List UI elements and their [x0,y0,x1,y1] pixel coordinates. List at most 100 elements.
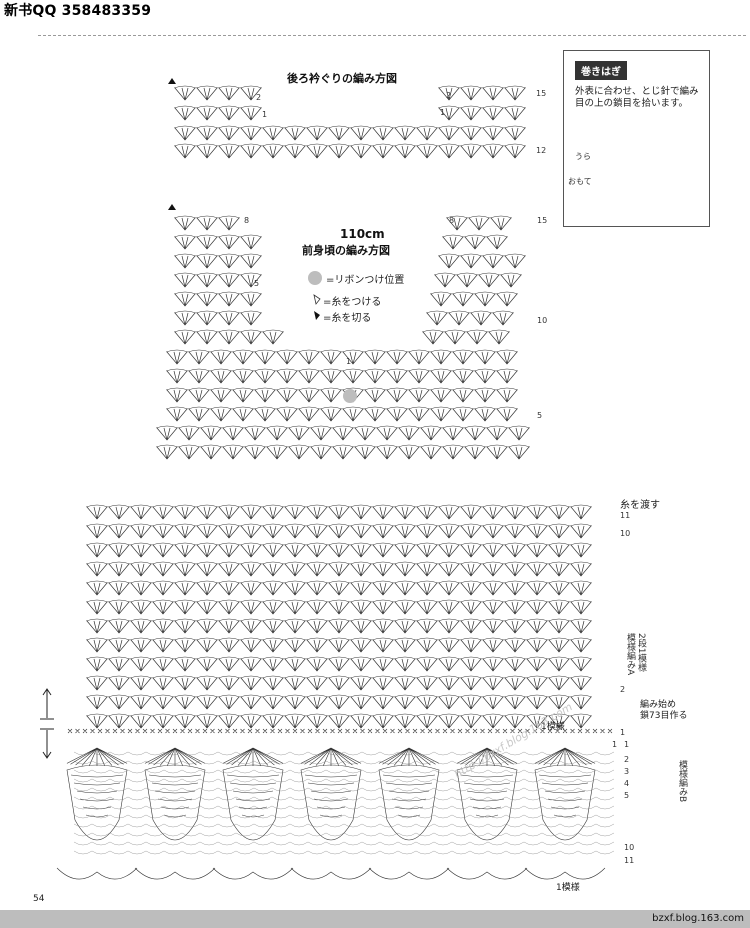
front-right-shoulder-row-chain [425,310,515,314]
single-crochet-row [67,728,613,734]
front-left-shoulder-row [174,312,262,326]
pineapple-row [544,790,586,794]
front-body-row [86,563,592,577]
front-body-upper-row [166,389,518,403]
lace-row-11: 11 [624,856,635,865]
lace-row-3: 3 [624,767,630,776]
pineapple-row [226,774,280,778]
transfer-yarn-note: 糸を渡す [620,500,660,511]
back-row-15: 15 [536,89,547,98]
front-body-upper-row-chain [165,368,519,372]
back-left-fan-row-chain [173,105,263,109]
front-left-shoulder-row [174,217,240,231]
body-row-10: 10 [620,529,631,538]
front-body-row-chain [85,618,593,622]
front-row-15: 15 [537,216,548,225]
back-chart-title: 後ろ衿ぐりの編み方図 [287,72,397,85]
front-right-shoulder-row-chain [429,291,519,295]
down-arrow-icon [42,730,52,759]
front-body-row-chain [85,656,593,660]
back-left-fan-row-chain [173,85,263,89]
divider-ticks [40,718,54,730]
pineapple-fan [222,747,284,767]
pineapple-row [538,774,592,778]
pineapple-row [79,798,115,802]
pineapple-row [82,806,112,810]
back-full-fan-row [174,145,526,159]
lace-row-5: 5 [624,791,630,800]
label-omote: おもて [568,177,592,186]
pattern-a-rows: 2段1模様 [636,633,646,672]
footer-url: bzxf.blog.163.com [652,913,744,924]
scallop-edge [368,867,450,880]
body-row-1-arrow: 1 [620,728,626,737]
pineapple-body [300,764,362,841]
lace-row-2: 2 [624,755,630,764]
pineapple-body [534,764,596,841]
front-right-shoulder-row [446,217,512,231]
pineapple-fan [300,747,362,767]
back-right-fan-row [438,87,526,101]
back-left-mark-1: 1 [262,110,268,119]
pineapple-row [232,790,274,794]
front-body-row-chain [85,675,593,679]
pineapple-body [378,764,440,841]
pineapple-row [466,790,508,794]
pattern-a-label: 模様編みA [625,633,635,676]
front-row-5: 5 [537,411,543,420]
front-body-row-chain [85,694,593,698]
front-body-row [86,677,592,691]
front-body-upper-row [156,427,530,441]
pineapple-row [229,782,277,786]
front-right-shoulder-row-chain [441,234,509,238]
body-row-2-arrow: 2 [620,685,626,694]
pineapple-fan [378,747,440,767]
pineapple-row [76,790,118,794]
front-body-row-chain [85,580,593,584]
front-left-shoulder-row [174,274,262,288]
instruction-tag: 巻きはぎ [575,61,627,80]
pineapple-row [235,798,271,802]
pineapple-row [541,782,589,786]
front-right-shoulder-row [430,293,518,307]
front-body-upper-row [166,408,518,422]
pineapple-row [70,774,124,778]
pineapple-row [472,806,502,810]
pineapple-row [460,774,514,778]
left-neck-row-5: 5 [254,279,260,288]
front-right-shoulder-row-chain [445,215,513,219]
front-body-row [86,544,592,558]
pineapple-row [307,782,355,786]
pineapple-fan [66,747,128,767]
front-body-upper-row-chain [155,425,531,429]
front-chart-title: 前身頃の編み方図 [302,244,390,257]
front-left-shoulder-row-chain [173,215,241,219]
pineapple-row [385,782,433,786]
front-left-shoulder-row [174,331,284,345]
label-ura: うら [575,152,591,161]
attach-yarn-symbol [313,294,321,305]
chain-mesh [73,751,615,855]
scallop-edge [134,867,216,880]
yarn-cut-marker [168,78,176,84]
back-right-fan-row-chain [437,105,527,109]
front-body-row [86,601,592,615]
page-number: 54 [33,894,45,904]
ribbon-legend-dot [308,271,322,285]
front-body-upper-row [166,370,518,384]
front-right-shoulder-row [426,312,514,326]
pineapple-body [66,764,128,841]
pineapple-row [547,798,583,802]
front-body-row-chain [85,504,593,508]
start-note-2: 鎖73目作る [640,711,688,721]
repeat-bottom-label: 1模様 [556,883,580,893]
front-body-row-chain [85,599,593,603]
pineapple-row [157,798,193,802]
pineapple-row [151,782,199,786]
back-full-fan-row-chain [173,125,527,129]
pineapple-row [319,814,343,818]
pineapple-fan [144,747,206,767]
pineapple-row [73,782,121,786]
footer-bar [0,910,750,928]
front-left-shoulder-row-chain [173,234,263,238]
